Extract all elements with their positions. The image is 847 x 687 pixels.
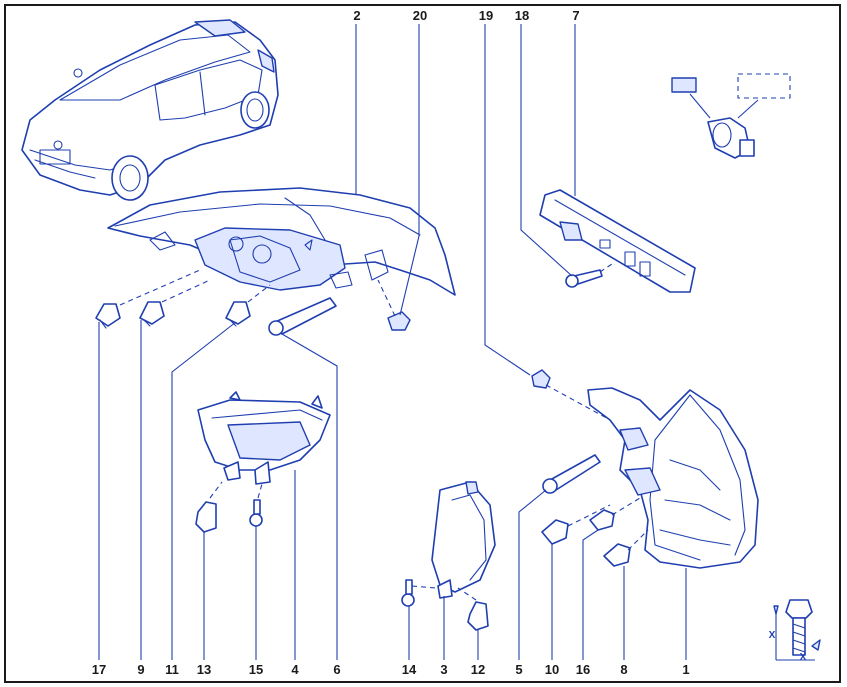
callout-20: 20: [413, 8, 427, 23]
callout-9: 9: [137, 662, 144, 677]
callout-4: 4: [291, 662, 299, 677]
part-3-lamp-lens: [431, 481, 496, 599]
callout-14: 14: [402, 662, 417, 677]
part-20-clip: [387, 311, 411, 331]
part-7-light-strip: [539, 189, 696, 293]
callout-5: 5: [515, 662, 522, 677]
part-2-headlamp-assembly: [107, 187, 456, 296]
bulb-8: [603, 529, 649, 567]
part-15-screw: [249, 483, 263, 527]
callout-19: 19: [479, 8, 493, 23]
callout-10: 10: [545, 662, 559, 677]
callout-6: 6: [333, 662, 340, 677]
callout-11: 11: [165, 662, 179, 677]
bulb-11: [225, 301, 251, 327]
part-4-fog-lamp: [197, 391, 331, 485]
diagram-frame: [4, 4, 841, 683]
torque-x-right: X: [800, 652, 807, 663]
callout-3: 3: [440, 662, 447, 677]
callout-8: 8: [620, 662, 627, 677]
callout-18: 18: [515, 8, 529, 23]
part-1-rear-lamp: [587, 387, 759, 569]
bulb-9: [139, 301, 165, 327]
callout-17: 17: [92, 662, 106, 677]
callout-16: 16: [576, 662, 590, 677]
part-14-screw: [401, 579, 437, 607]
bulb-16: [589, 497, 641, 531]
car-illustration: [21, 19, 279, 201]
part-18-screw: [565, 269, 603, 288]
callout-1: 1: [682, 662, 689, 677]
bulb-17: [95, 303, 121, 329]
bulb-13: [195, 481, 223, 533]
bulb-detail-inset: [671, 73, 791, 159]
torque-mark-bolt: X X: [769, 599, 821, 663]
callout-13: 13: [197, 662, 211, 677]
callout-2: 2: [353, 8, 360, 23]
bulb-10: [541, 504, 611, 545]
torque-x-left: X: [769, 630, 776, 641]
part-19-clip: [531, 369, 551, 389]
bulb-12: [457, 587, 489, 631]
part-6-screw: [268, 297, 337, 336]
callout-15: 15: [249, 662, 263, 677]
callout-7: 7: [572, 8, 579, 23]
callout-12: 12: [471, 662, 485, 677]
part-5-screw: [542, 454, 601, 494]
